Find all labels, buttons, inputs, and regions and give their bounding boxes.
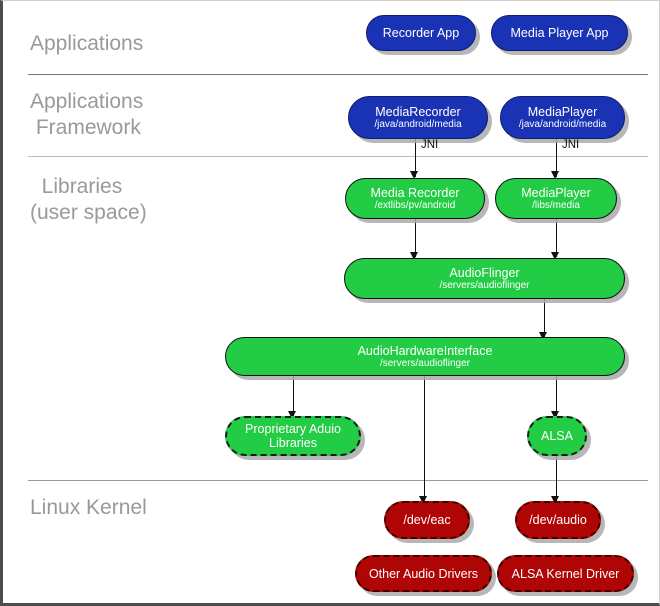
node-alsa-kernel-driver-title: ALSA Kernel Driver bbox=[511, 566, 620, 581]
node-alsa-title: ALSA bbox=[541, 429, 573, 443]
node-audioflinger-subtitle: /servers/audioflinger bbox=[439, 279, 530, 291]
divider-applications bbox=[28, 74, 648, 75]
edge-media-recorder-lib-to-audioflinger bbox=[415, 219, 416, 257]
node-proprietary-audio-libs-subtitle: Libraries bbox=[269, 436, 317, 450]
edge-alsa-to-dev-audio bbox=[556, 456, 557, 501]
edge-ahi-to-alsa bbox=[556, 376, 557, 416]
edge-audioflinger-to-audiohardwareinterface bbox=[544, 299, 545, 337]
node-mediarecorder-framework-subtitle: /java/android/media bbox=[374, 118, 462, 130]
node-dev-eac-title: /dev/eac bbox=[403, 513, 451, 527]
layer-label-applications: Applications bbox=[30, 32, 144, 55]
arrowhead-audiohardwareinterface bbox=[539, 332, 547, 340]
edge-mediaplayer-lib-to-audioflinger bbox=[556, 219, 557, 257]
node-media-recorder-lib-subtitle: /extlibs/pv/android bbox=[374, 199, 456, 211]
node-proprietary-audio-libs[interactable]: Proprietary Aduio Libraries bbox=[225, 416, 361, 456]
node-media-player-app-title: Media Player App bbox=[510, 26, 609, 40]
layer-label-linux-kernel: Linux Kernel bbox=[30, 496, 147, 519]
edge-ahi-to-dev-eac bbox=[424, 376, 425, 501]
edge-ahi-to-proprietary-audio-libs bbox=[293, 376, 294, 416]
node-proprietary-audio-libs-title: Proprietary Aduio bbox=[245, 422, 341, 436]
node-audioflinger-title: AudioFlinger bbox=[449, 265, 520, 280]
divider-framework bbox=[28, 156, 648, 157]
node-mediarecorder-framework-title: MediaRecorder bbox=[375, 104, 461, 119]
jni-label-right: JNI bbox=[562, 139, 580, 151]
layer-label-libraries: Libraries (user space) bbox=[30, 175, 147, 224]
node-mediaplayer-lib-title: MediaPlayer bbox=[521, 185, 591, 200]
node-recorder-app-title: Recorder App bbox=[382, 26, 460, 40]
node-dev-audio-title: /dev/audio bbox=[529, 513, 587, 527]
node-mediarecorder-framework[interactable]: MediaRecorder /java/android/media bbox=[348, 96, 488, 139]
arrowhead-dev-audio bbox=[551, 496, 559, 504]
edge-mediaplayer-to-mediaplayer-lib bbox=[556, 139, 557, 177]
arrowhead-proprietary-audio-libs bbox=[288, 411, 296, 419]
node-alsa-kernel-driver[interactable]: ALSA Kernel Driver bbox=[497, 555, 634, 592]
node-dev-audio[interactable]: /dev/audio bbox=[515, 501, 601, 539]
node-mediaplayer-lib[interactable]: MediaPlayer /libs/media bbox=[495, 178, 617, 219]
arrowhead-mediaplayer-lib bbox=[551, 171, 559, 179]
node-audioflinger[interactable]: AudioFlinger /servers/audioflinger bbox=[344, 258, 625, 299]
arrowhead-audioflinger-right bbox=[551, 252, 559, 260]
node-other-audio-drivers-title: Other Audio Drivers bbox=[368, 566, 479, 581]
node-recorder-app[interactable]: Recorder App bbox=[366, 15, 476, 51]
node-media-recorder-lib-title: Media Recorder bbox=[370, 185, 460, 200]
node-media-player-app[interactable]: Media Player App bbox=[491, 15, 628, 51]
node-media-recorder-lib[interactable]: Media Recorder /extlibs/pv/android bbox=[345, 178, 485, 219]
arrowhead-dev-eac bbox=[419, 496, 427, 504]
divider-linux-kernel bbox=[28, 480, 648, 481]
node-dev-eac[interactable]: /dev/eac bbox=[384, 501, 470, 539]
node-audiohardwareinterface-subtitle: /servers/audioflinger bbox=[379, 357, 471, 369]
node-alsa[interactable]: ALSA bbox=[527, 416, 587, 456]
layer-label-applications-framework: Applications Framework bbox=[30, 90, 144, 139]
edge-mediarecorder-to-media-recorder-lib bbox=[415, 139, 416, 177]
node-mediaplayer-framework-subtitle: /java/android/media bbox=[518, 118, 607, 130]
node-mediaplayer-framework[interactable]: MediaPlayer /java/android/media bbox=[500, 96, 625, 139]
node-other-audio-drivers[interactable]: Other Audio Drivers bbox=[355, 555, 492, 592]
arrowhead-alsa bbox=[551, 411, 559, 419]
jni-label-left: JNI bbox=[421, 139, 439, 151]
node-mediaplayer-framework-title: MediaPlayer bbox=[527, 104, 598, 119]
node-audiohardwareinterface[interactable]: AudioHardwareInterface /servers/audiofli… bbox=[225, 337, 625, 376]
node-mediaplayer-lib-subtitle: /libs/media bbox=[532, 199, 580, 211]
arrowhead-audioflinger-left bbox=[410, 252, 418, 260]
node-audiohardwareinterface-title: AudioHardwareInterface bbox=[357, 343, 493, 358]
arrowhead-media-recorder-lib bbox=[410, 171, 418, 179]
